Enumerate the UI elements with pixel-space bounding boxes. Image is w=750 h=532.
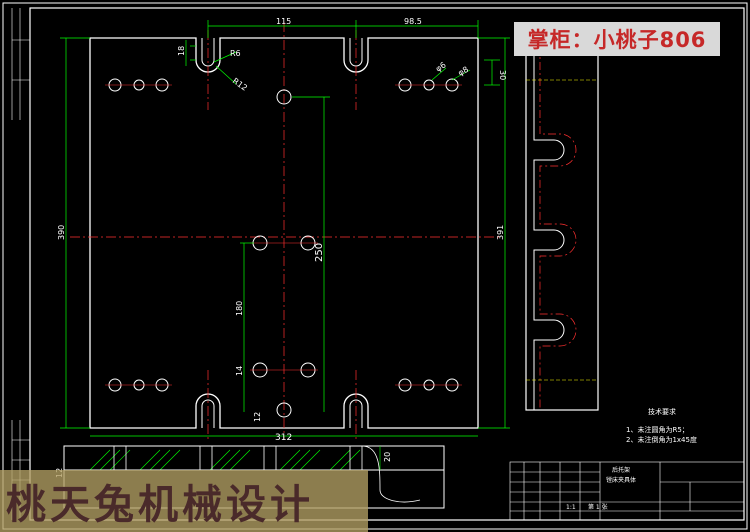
technical-notes: 技术要求 1、未注圆角为R5； 2、未注倒角为1x45度 <box>626 407 697 444</box>
title-part-name: 后托架 <box>612 466 630 474</box>
dim-center-vertical: 250 <box>314 243 325 262</box>
title-assembly: 镗床夹具体 <box>606 476 636 484</box>
slot-bottom-right <box>349 399 363 428</box>
hole <box>276 402 292 418</box>
shop-badge: 掌柜：小桃子806 <box>514 22 720 56</box>
dim-hole-b: φ8 <box>457 65 470 78</box>
dim-edge-offset: 30 <box>498 70 507 80</box>
section-hatch <box>89 449 361 471</box>
side-view <box>525 45 599 411</box>
dim-bottom-width: 312 <box>275 433 292 443</box>
title-block <box>509 461 745 521</box>
dim-slot-outer-radius: R12 <box>231 76 249 92</box>
title-sheet: 第 1 张 <box>588 503 608 511</box>
hole <box>276 89 292 105</box>
dim-top-right-width: 98.5 <box>404 17 422 26</box>
front-view: 115 98.5 18 R6 R12 φ6 φ8 30 390 391 250 … <box>57 17 510 443</box>
dim-side-20: 20 <box>383 452 392 462</box>
dimension-lines <box>60 20 510 437</box>
notes-item-2: 2、未注倒角为1x45度 <box>626 435 697 444</box>
slot-bottom-left <box>201 399 215 428</box>
holes <box>108 78 459 418</box>
left-margin-strip <box>11 8 30 520</box>
notes-item-1: 1、未注圆角为R5； <box>626 425 689 434</box>
dim-right-height: 391 <box>496 225 505 240</box>
dim-slot-depth: 18 <box>177 46 186 56</box>
dim-top-left-width: 115 <box>276 17 291 26</box>
hole-crosshairs <box>105 84 462 386</box>
dim-lower-vertical: 180 <box>235 301 244 316</box>
centerlines <box>70 22 500 440</box>
watermark: 桃天兔机械设计 <box>0 470 368 532</box>
watermark-text: 桃天兔机械设计 <box>6 482 314 528</box>
dim-lower-small: 14 <box>235 366 244 376</box>
dim-slot-radius: R6 <box>230 49 241 58</box>
dim-corner-small: 12 <box>253 412 262 422</box>
title-scale: 1:1 <box>566 504 576 511</box>
shop-badge-text: 掌柜：小桃子806 <box>527 28 707 52</box>
notes-title: 技术要求 <box>648 407 676 416</box>
dim-left-height: 390 <box>57 225 66 240</box>
inner-frame <box>29 7 745 521</box>
dim-hole-a: φ6 <box>434 60 448 73</box>
